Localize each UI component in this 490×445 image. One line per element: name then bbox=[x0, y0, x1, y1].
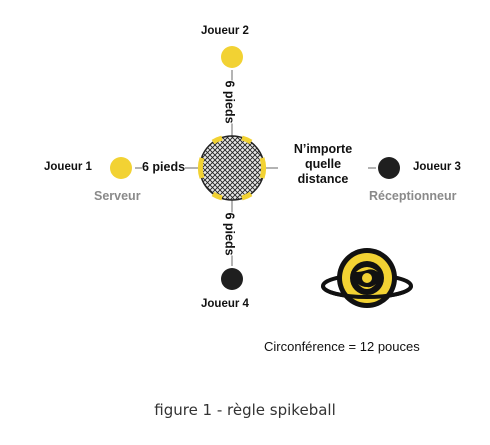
player-1-role: Serveur bbox=[94, 189, 141, 203]
distance-label-right: N’importe quelle distance bbox=[278, 142, 368, 187]
player-1-label: Joueur 1 bbox=[44, 161, 92, 173]
player-3-role: Réceptionneur bbox=[369, 189, 457, 203]
player-3-marker bbox=[378, 157, 400, 179]
distance-label-top: 6 pieds bbox=[222, 80, 237, 124]
player-2-label: Joueur 2 bbox=[201, 25, 249, 37]
player-4-marker bbox=[221, 268, 243, 290]
distance-label-bottom: 6 pieds bbox=[222, 212, 237, 256]
distance-label-left: 6 pieds bbox=[142, 160, 186, 174]
ball-circumference-note: Circonférence = 12 pouces bbox=[264, 339, 420, 354]
player-2-marker bbox=[221, 46, 243, 68]
figure-caption: figure 1 - règle spikeball bbox=[154, 401, 336, 419]
player-4-label: Joueur 4 bbox=[201, 298, 249, 310]
player-3-label: Joueur 3 bbox=[413, 161, 461, 173]
ball-icon bbox=[321, 248, 413, 308]
player-1-marker bbox=[110, 157, 132, 179]
spikeball-net bbox=[197, 135, 267, 201]
